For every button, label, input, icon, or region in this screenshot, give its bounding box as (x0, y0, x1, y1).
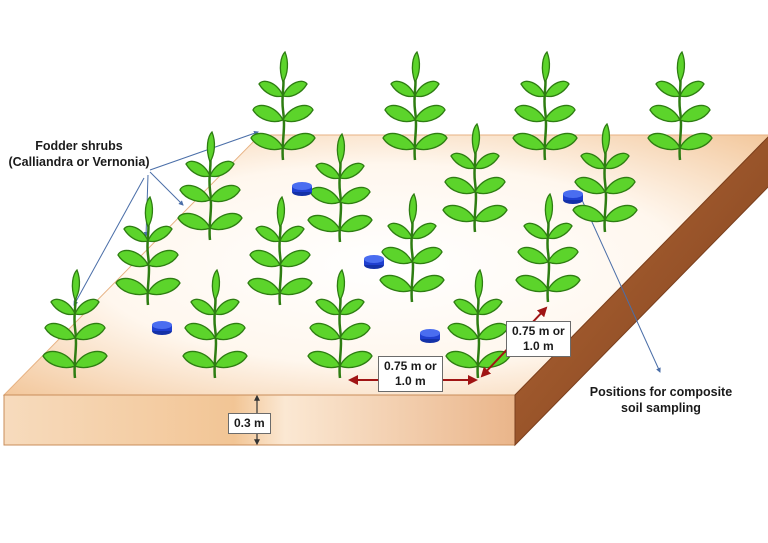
sampling-pointer (581, 199, 661, 373)
soil-side-face (514, 136, 768, 447)
fodder-shrubs-label: Fodder shrubs (Calliandra or Vernonia) (4, 138, 154, 170)
spacing-label-vertical: 0.75 m or 1.0 m (506, 321, 571, 357)
spacing-horizontal-line1: 0.75 m or (384, 359, 437, 373)
spacing-vertical-line2: 1.0 m (523, 339, 554, 353)
sampling-marker (292, 182, 312, 196)
shrub-plant (41, 268, 109, 380)
shrub-plant (381, 50, 449, 162)
fodder-shrubs-title: Fodder shrubs (35, 139, 123, 153)
fodder-shrubs-species: (Calliandra or Vernonia) (8, 155, 150, 169)
sampling-marker (563, 190, 583, 204)
sampling-marker (364, 255, 384, 269)
shrub-plant (511, 50, 579, 162)
spacing-vertical-line1: 0.75 m or (512, 324, 565, 338)
shrub-plant (249, 50, 317, 162)
spacing-horizontal-line2: 1.0 m (395, 374, 426, 388)
sampling-label: Positions for composite soil sampling (586, 384, 736, 416)
shrub-plant (176, 130, 244, 242)
spacing-label-horizontal: 0.75 m or 1.0 m (378, 356, 443, 392)
depth-label: 0.3 m (228, 413, 271, 434)
sampling-label-line2: soil sampling (621, 401, 701, 415)
shrub-plant (646, 50, 714, 162)
sampling-label-line1: Positions for composite (589, 385, 733, 399)
shrub-plant (114, 195, 182, 307)
sampling-marker (152, 321, 172, 335)
sampling-marker (420, 329, 440, 343)
